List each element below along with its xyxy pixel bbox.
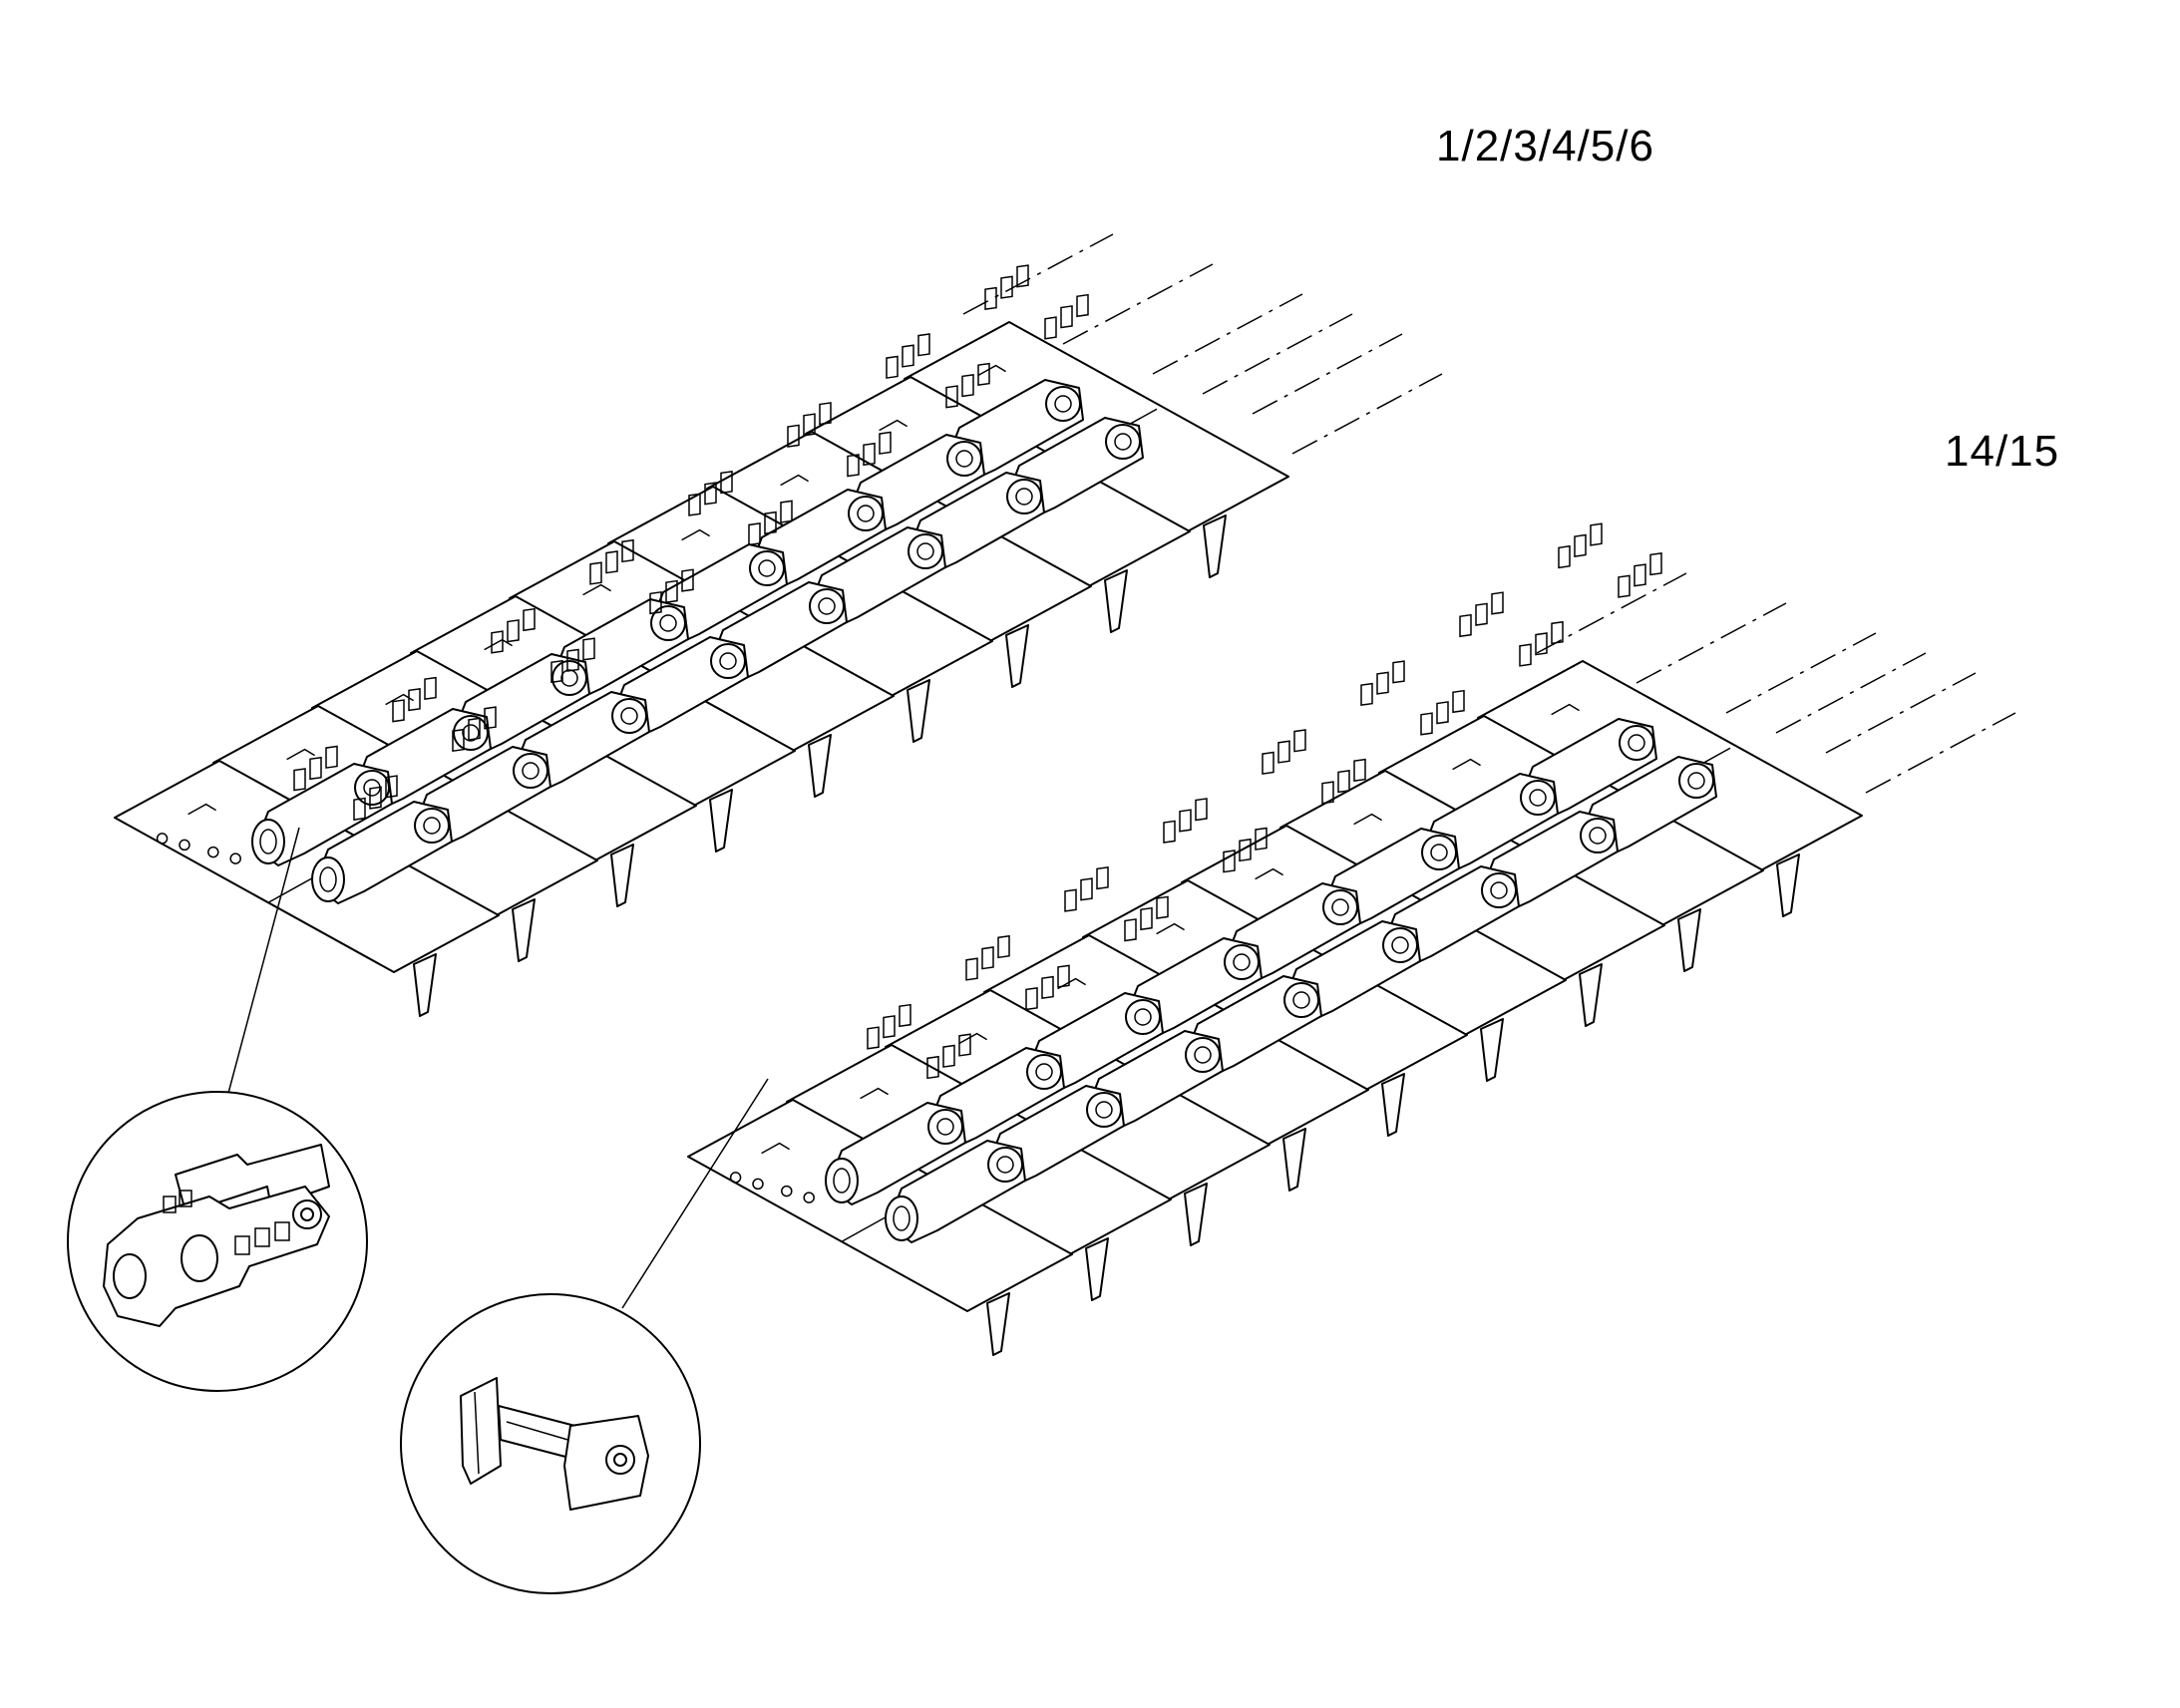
detail-view-link-pair (67, 827, 368, 1392)
centre-line (1725, 632, 1877, 714)
pin-boss (927, 1109, 963, 1145)
bolt-hole (752, 1178, 764, 1191)
pin-boss (1283, 982, 1319, 1018)
pin-boss (908, 533, 943, 569)
pin-boss (414, 808, 450, 844)
pin-boss (809, 588, 845, 624)
callout-label-upper: 1/2/3/4/5/6 (1436, 122, 1654, 171)
bolt-hole (781, 1185, 793, 1197)
pin-boss (1045, 386, 1081, 422)
bolt-hole (803, 1192, 815, 1203)
pin-boss (987, 1147, 1023, 1183)
pin-boss (611, 698, 647, 734)
bolt-hole (729, 1172, 742, 1184)
pin-boss (1185, 1037, 1221, 1073)
centre-line (1152, 293, 1303, 375)
centre-line (1291, 373, 1443, 455)
pin-boss (551, 660, 587, 696)
front-chain-link (887, 1033, 1026, 1243)
pin-boss (1224, 944, 1260, 980)
pin-boss (1382, 927, 1418, 963)
pin-boss (453, 715, 489, 751)
centre-line (1865, 712, 2016, 794)
bolt-hole (207, 846, 219, 858)
centre-line (1536, 572, 1687, 654)
centre-line (1775, 652, 1927, 734)
centre-line (962, 233, 1114, 315)
centre-line (1825, 672, 1977, 754)
upper-callout-leader-lines (962, 233, 1443, 455)
detail-view-master-pin (400, 1078, 769, 1594)
track-shoe (687, 1099, 1073, 1356)
lower-chain-links (825, 522, 1717, 1243)
pin-boss (710, 643, 746, 679)
front-chain-link (313, 775, 453, 904)
pin-boss (1026, 1054, 1062, 1090)
centre-line (1635, 602, 1787, 684)
rear-chain-link (253, 745, 393, 866)
link-end-eye (251, 819, 285, 864)
pin-boss (1421, 835, 1457, 870)
pin-boss (1125, 999, 1161, 1035)
track-shoe (114, 760, 500, 1017)
pin-boss (1086, 1092, 1122, 1128)
bolt-hole (156, 833, 169, 845)
upper-chain-links (251, 264, 1144, 904)
link-end-eye (885, 1196, 918, 1241)
centre-line (1252, 333, 1403, 415)
pin-boss (1006, 479, 1042, 514)
pin-boss (1520, 780, 1556, 816)
lower-callout-leader-lines (1536, 572, 2016, 794)
pin-boss (848, 496, 884, 531)
pin-boss (1105, 424, 1141, 460)
pin-boss (513, 753, 548, 789)
pin-boss (1580, 818, 1616, 854)
pin-boss (650, 605, 686, 641)
pin-boss (1678, 763, 1714, 799)
centre-line (1062, 263, 1214, 345)
lower-track-assembly (687, 522, 2016, 1356)
upper-track-assembly (114, 233, 1443, 1017)
pin-boss (1619, 725, 1654, 761)
pin-boss (749, 550, 785, 586)
bolt-hole (229, 853, 241, 864)
link-end-eye (825, 1158, 859, 1203)
pin-boss (946, 441, 982, 477)
bolt-hole (179, 839, 190, 852)
pin-boss (1481, 872, 1517, 908)
callout-label-lower: 14/15 (1945, 427, 2060, 476)
pin-boss (1322, 889, 1358, 925)
link-end-eye (311, 856, 345, 902)
rear-chain-link (827, 1003, 966, 1205)
centre-line (1202, 313, 1353, 395)
